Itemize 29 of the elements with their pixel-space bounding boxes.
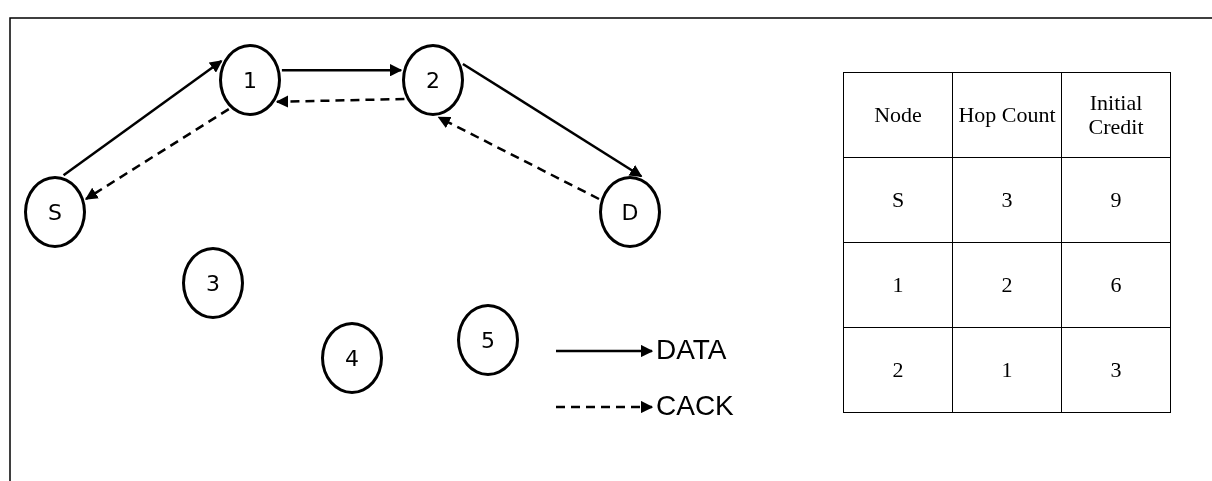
node-label: 4 xyxy=(345,345,359,371)
table-cell: 1 xyxy=(843,242,953,328)
table-cell: 3 xyxy=(1061,327,1171,413)
table-cell: 2 xyxy=(952,242,1062,328)
header-cell: Initial Credit xyxy=(1061,72,1171,158)
arrow xyxy=(281,63,403,77)
table-cell: 6 xyxy=(1061,242,1171,328)
table-cell: 1 xyxy=(952,327,1062,413)
table-cell: 2 xyxy=(843,327,953,413)
header-cell: Hop Count xyxy=(952,72,1062,158)
table-cell: 9 xyxy=(1061,157,1171,243)
node-label: 2 xyxy=(426,67,440,93)
node-label: 5 xyxy=(481,327,495,353)
table-cell: S xyxy=(843,157,953,243)
node-circle xyxy=(219,44,281,116)
table-cell: 3 xyxy=(952,157,1062,243)
node-circle xyxy=(402,44,464,116)
node-label: D xyxy=(621,199,639,225)
node-label: S xyxy=(48,199,62,225)
legend-label: DATA xyxy=(656,334,727,366)
header-cell: Node xyxy=(843,72,953,158)
dashed-arrow xyxy=(437,116,600,201)
legend-label: CACK xyxy=(656,390,734,422)
dashed-arrow xyxy=(84,108,230,201)
node-label: 3 xyxy=(206,270,220,296)
dashed-arrow xyxy=(275,95,405,108)
arrow xyxy=(462,62,643,178)
node-label: 1 xyxy=(243,67,257,93)
arrow xyxy=(62,60,223,177)
